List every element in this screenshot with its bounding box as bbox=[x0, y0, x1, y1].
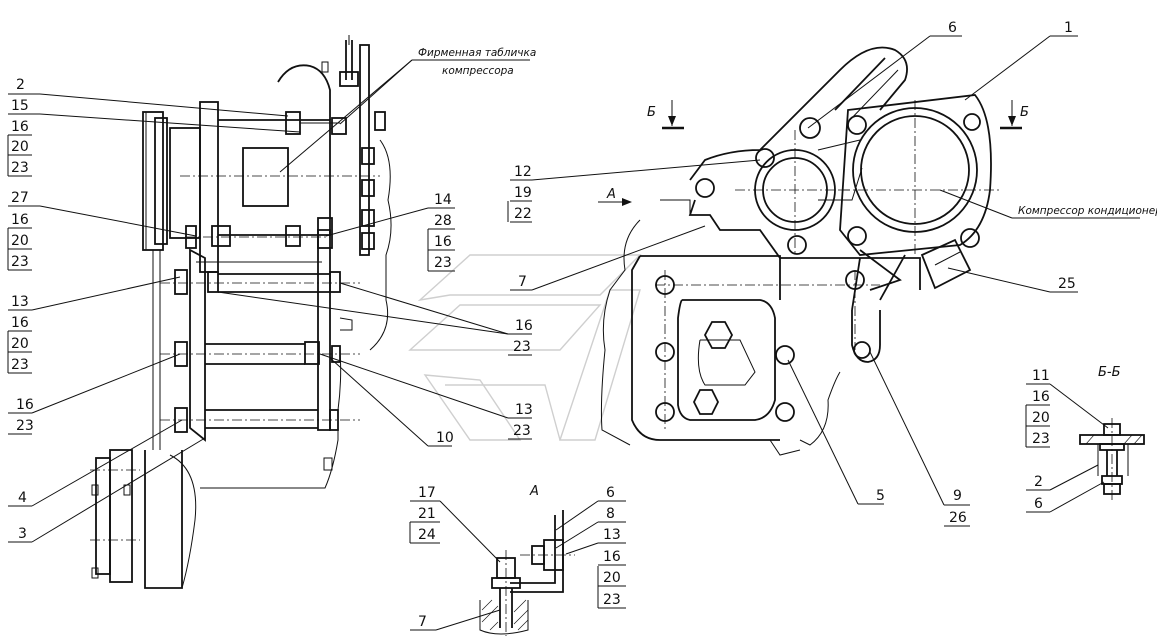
callout-28: 28 bbox=[434, 213, 452, 229]
callout-16: 16 bbox=[11, 212, 29, 228]
callout-24: 24 bbox=[418, 527, 436, 543]
callout-20: 20 bbox=[11, 139, 29, 155]
callout-16: 16 bbox=[1032, 389, 1050, 405]
callout-23: 23 bbox=[1032, 431, 1050, 447]
ac-compressor-note: Компрессор кондиционера bbox=[1018, 205, 1157, 217]
callout-1: 1 bbox=[1064, 20, 1073, 36]
callout-6: 6 bbox=[606, 485, 615, 501]
callout-22: 22 bbox=[514, 206, 532, 222]
callout-16: 16 bbox=[515, 318, 533, 334]
callout-13: 13 bbox=[603, 527, 621, 543]
callout-8: 8 bbox=[606, 506, 615, 522]
callout-11: 11 bbox=[1032, 368, 1050, 384]
callout-19: 19 bbox=[514, 185, 532, 201]
left-view-compressor bbox=[90, 35, 392, 589]
callout-23: 23 bbox=[434, 255, 452, 271]
callout-20: 20 bbox=[11, 336, 29, 352]
callout-16: 16 bbox=[603, 549, 621, 565]
section-bb-title: Б-Б bbox=[1098, 365, 1121, 380]
callout-5: 5 bbox=[876, 488, 885, 504]
callout-26: 26 bbox=[949, 510, 967, 526]
callout-23: 23 bbox=[11, 254, 29, 270]
callout-23: 23 bbox=[513, 339, 531, 355]
watermark bbox=[408, 254, 642, 441]
callout-6: 6 bbox=[948, 20, 957, 36]
callout-23: 23 bbox=[16, 418, 34, 434]
section-bb-detail bbox=[1079, 418, 1145, 500]
view-a-arrow-label: А bbox=[606, 187, 616, 202]
callout-16: 16 bbox=[11, 315, 29, 331]
callout-14: 14 bbox=[434, 192, 452, 208]
callout-21: 21 bbox=[418, 506, 436, 522]
callout-3: 3 bbox=[18, 526, 27, 542]
callout-9: 9 bbox=[953, 488, 962, 504]
callout-labels: 2 15 16 20 23 27 16 20 23 13 16 20 23 16… bbox=[11, 20, 1157, 630]
callout-16: 16 bbox=[11, 119, 29, 135]
callout-7: 7 bbox=[518, 274, 527, 290]
callout-23: 23 bbox=[603, 592, 621, 608]
section-b-right-label: Б bbox=[1020, 105, 1029, 120]
callout-15: 15 bbox=[11, 98, 29, 114]
view-a-detail bbox=[479, 510, 575, 636]
view-a-title: А bbox=[529, 484, 539, 499]
callout-23: 23 bbox=[11, 357, 29, 373]
callout-23: 23 bbox=[513, 423, 531, 439]
nameplate-note-line1: Фирменная табличка bbox=[418, 47, 536, 59]
callout-23: 23 bbox=[11, 160, 29, 176]
callout-13: 13 bbox=[515, 402, 533, 418]
callout-20: 20 bbox=[11, 233, 29, 249]
callout-20: 20 bbox=[1032, 410, 1050, 426]
callout-16: 16 bbox=[16, 397, 34, 413]
section-b-left-label: Б bbox=[647, 105, 656, 120]
callout-20: 20 bbox=[603, 570, 621, 586]
callout-2: 2 bbox=[16, 77, 25, 93]
nameplate-note-line2: компрессора bbox=[442, 65, 514, 77]
callout-10: 10 bbox=[436, 430, 454, 446]
main-view-bracket bbox=[600, 46, 1000, 456]
callout-12: 12 bbox=[514, 164, 532, 180]
callout-4: 4 bbox=[18, 490, 27, 506]
section-marks-b bbox=[598, 100, 1022, 206]
leader-lines bbox=[7, 35, 1140, 631]
callout-13: 13 bbox=[11, 294, 29, 310]
callout-2: 2 bbox=[1034, 474, 1043, 490]
callout-16: 16 bbox=[434, 234, 452, 250]
callout-6: 6 bbox=[1034, 496, 1043, 512]
callout-27: 27 bbox=[11, 190, 29, 206]
callout-25: 25 bbox=[1058, 276, 1076, 292]
callout-7: 7 bbox=[418, 614, 427, 630]
callout-17: 17 bbox=[418, 485, 436, 501]
